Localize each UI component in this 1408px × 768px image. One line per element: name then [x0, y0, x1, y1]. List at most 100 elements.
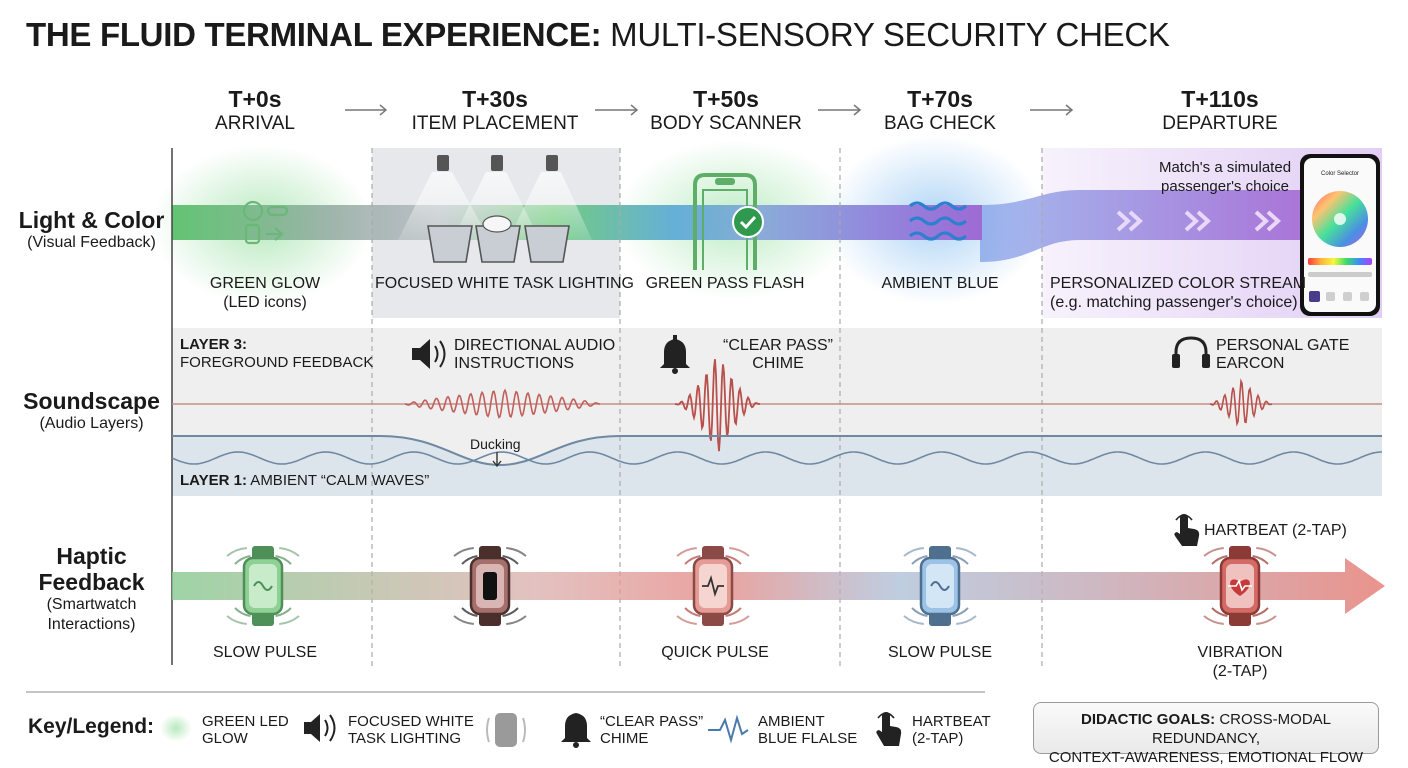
legend-line2: CHIME	[600, 730, 649, 747]
layer3-title: LAYER 3:	[180, 336, 247, 353]
ambient-blue-caption: AMBIENT BLUE	[881, 275, 999, 292]
legend-pulse-wave-icon	[708, 714, 749, 744]
chime-caption: “CLEAR PASS” CHIME	[718, 337, 838, 373]
layer1-label: LAYER 1: AMBIENT “CALM WAVES”	[180, 472, 429, 490]
row-label-light: Light & Color (Visual Feedback)	[14, 207, 169, 253]
row-subtitle-line1: (Smartwatch	[46, 596, 137, 613]
ambient-waves	[908, 201, 968, 241]
goals-label: DIDACTIC GOALS:	[1080, 711, 1216, 728]
stage-name: BODY SCANNER	[650, 113, 802, 134]
body-scanner-gate	[693, 173, 764, 270]
led-icons	[242, 200, 289, 245]
color-stream-caption: PERSONALIZED COLOR STREAM (e.g. matching…	[1050, 274, 1307, 312]
slow-pulse-caption-1: SLOW PULSE	[212, 644, 318, 661]
legend-line2: GLOW	[202, 730, 248, 747]
calm-waves-line	[171, 451, 1382, 465]
directional-line2: INSTRUCTIONS	[454, 355, 574, 372]
chime-line2: CHIME	[752, 355, 804, 372]
stage-name: DEPARTURE	[1162, 113, 1278, 134]
ducking-label: Ducking	[470, 436, 521, 452]
task-lighting-caption: FOCUSED WHITE TASK LIGHTING	[375, 275, 634, 292]
speaker-icon	[412, 339, 446, 369]
watch-item-placement	[453, 546, 527, 626]
watch-quick-pulse	[676, 546, 750, 626]
legend-line1: FOCUSED WHITE	[348, 713, 474, 730]
legend-line1: AMBIENT	[758, 713, 825, 730]
match-line2: passenger's choice	[1161, 178, 1289, 195]
legend-line1: GREEN LED	[202, 713, 289, 730]
layer3-label: LAYER 3: FOREGROUND FEEDBACK	[180, 336, 373, 372]
legend-bell-icon	[561, 713, 591, 748]
phone-title: Color Selector	[1320, 171, 1359, 177]
legend-speaker-icon	[304, 714, 336, 742]
match-note: Match's a simulated passenger's choice	[1150, 158, 1300, 196]
haptic-band	[172, 558, 1385, 614]
directional-line1: DIRECTIONAL AUDIO	[454, 337, 616, 354]
stage-name: BAG CHECK	[884, 113, 996, 134]
vibration-line2: (2-TAP)	[1212, 663, 1268, 680]
row-title-line1: Haptic	[56, 543, 127, 569]
legend-line2: (2-TAP)	[912, 730, 964, 747]
stage-departure: T+110s DEPARTURE	[1150, 86, 1290, 135]
stage-time: T+50s	[693, 86, 759, 112]
tap-hand-icon	[1174, 514, 1200, 546]
stage-arrows	[345, 104, 1074, 116]
match-line1: Match's a simulated	[1158, 159, 1292, 176]
bell-icon	[660, 335, 690, 374]
page-title: THE FLUID TERMINAL EXPERIENCE: MULTI-SEN…	[26, 16, 1170, 54]
task-lamps	[398, 155, 592, 263]
stage-item-placement: T+30s ITEM PLACEMENT	[405, 86, 585, 135]
row-subtitle-line2: Interactions)	[47, 616, 136, 633]
watch-heartbeat	[1203, 546, 1277, 626]
chime-wave	[674, 359, 760, 452]
title-bold: THE FLUID TERMINAL EXPERIENCE:	[26, 16, 602, 53]
caption-main: PERSONALIZED COLOR STREAM	[1050, 275, 1307, 292]
legend-line2: TASK LIGHTING	[348, 730, 462, 747]
row-label-haptic: Haptic Feedback (Smartwatch Interactions…	[14, 543, 169, 635]
legend-item-chime: “CLEAR PASS” CHIME	[600, 713, 703, 747]
row-title: Light & Color	[18, 207, 165, 233]
earcon-wave	[1209, 378, 1273, 427]
caption-sub: (LED icons)	[223, 294, 307, 311]
legend-item-green-led: GREEN LED GLOW	[202, 713, 289, 747]
row-subtitle: (Audio Layers)	[39, 415, 144, 432]
color-stream-chevrons	[1116, 210, 1281, 232]
layer1-title: LAYER 1:	[180, 472, 247, 489]
legend-title: Key/Legend:	[28, 715, 155, 738]
watch-slow-pulse-1	[226, 546, 300, 626]
directional-audio-wave	[404, 388, 600, 419]
vibration-line1: VIBRATION	[1197, 644, 1283, 661]
row-label-sound: Soundscape (Audio Layers)	[14, 388, 169, 434]
stage-time: T+0s	[228, 86, 282, 112]
layer1-name: AMBIENT “CALM WAVES”	[246, 472, 430, 489]
watch-slow-pulse-2	[903, 546, 977, 626]
row-title: Soundscape	[23, 388, 160, 414]
heartbeat-caption: HARTBEAT (2-TAP)	[1204, 522, 1347, 539]
slow-pulse-caption-2: SLOW PULSE	[887, 644, 993, 661]
earcon-line1: PERSONAL GATE	[1216, 337, 1350, 354]
legend-item-task-lighting: FOCUSED WHITE TASK LIGHTING	[348, 713, 474, 747]
didactic-goals-box: DIDACTIC GOALS: CROSS-MODAL REDUNDANCY, …	[1033, 702, 1379, 766]
earcon-caption: PERSONAL GATE EARCON	[1216, 337, 1349, 373]
legend-watch-vibrate-icon	[486, 713, 526, 747]
stage-body-scanner: T+50s BODY SCANNER	[646, 86, 806, 135]
vibration-caption: VIBRATION (2-TAP)	[1180, 643, 1300, 681]
legend-green-glow-icon	[160, 714, 192, 742]
row-title-line2: Feedback	[38, 569, 145, 595]
legend-line1: “CLEAR PASS”	[600, 713, 704, 730]
headphones-icon	[1172, 336, 1210, 368]
caption-main: GREEN GLOW	[209, 275, 321, 292]
directional-audio-caption: DIRECTIONAL AUDIO INSTRUCTIONS	[454, 337, 615, 373]
goals-line1: CROSS-MODAL REDUNDANCY,	[1151, 711, 1332, 747]
row-subtitle: (Visual Feedback)	[27, 234, 156, 251]
stage-name: ITEM PLACEMENT	[411, 113, 579, 134]
stage-time: T+110s	[1181, 86, 1259, 112]
color-selector-phone	[1300, 154, 1380, 316]
legend-line2: BLUE FLALSE	[758, 730, 858, 747]
layer3-name: FOREGROUND FEEDBACK	[180, 354, 374, 371]
green-glow-caption: GREEN GLOW (LED icons)	[185, 274, 345, 312]
stage-time: T+30s	[462, 86, 528, 112]
legend-tap-hand-icon	[876, 712, 902, 746]
pass-flash-caption: GREEN PASS FLASH	[645, 275, 805, 292]
